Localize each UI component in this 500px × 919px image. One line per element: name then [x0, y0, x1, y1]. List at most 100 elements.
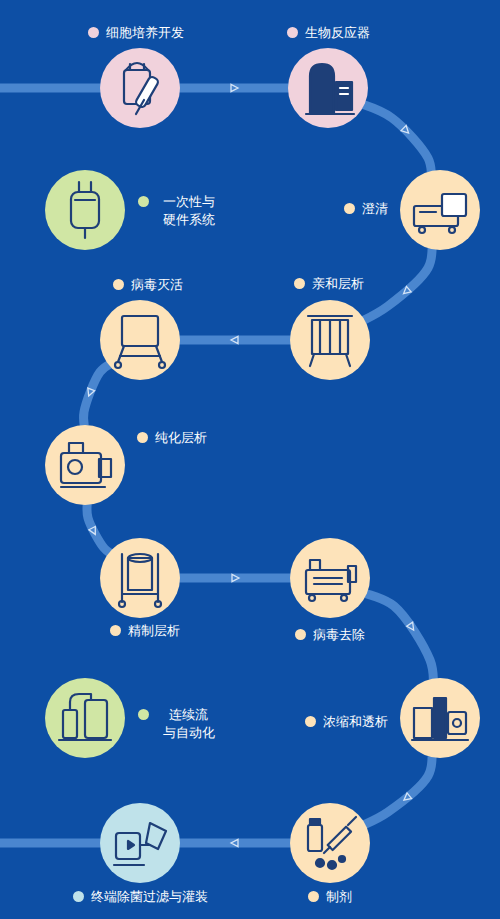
equipment-icon — [306, 64, 354, 114]
icon-stroke — [156, 346, 162, 362]
process-node: 一次性与 硬件系统 — [45, 170, 125, 250]
process-circle — [45, 170, 125, 250]
arrow-head — [401, 126, 411, 136]
icon-stroke — [312, 320, 348, 354]
icon-stroke — [136, 100, 144, 114]
step-label: 亲和层析 — [294, 275, 364, 293]
circle-shape — [100, 48, 180, 128]
process-circle — [290, 538, 370, 618]
step-name: 一次性与 硬件系统 — [156, 193, 221, 229]
icon-stroke — [122, 593, 158, 595]
icon-stroke — [128, 558, 152, 590]
icon-stroke — [122, 316, 158, 346]
icon-stroke — [339, 856, 345, 862]
step-label: 澄清 — [344, 200, 388, 218]
step-name: 细胞培养开发 — [106, 24, 184, 42]
icon-stroke — [61, 453, 101, 483]
circle-shape — [100, 538, 180, 618]
icon-stroke — [308, 825, 322, 851]
icon-stroke — [143, 64, 145, 70]
edge-group — [84, 84, 434, 846]
process-node: 澄清 — [400, 170, 480, 250]
process-node: 连续流 与自动化 — [45, 678, 125, 758]
icon-stroke — [448, 712, 466, 734]
process-circle — [100, 803, 180, 883]
icon-stroke — [442, 194, 466, 216]
equipment-icon — [306, 560, 356, 601]
icon-stroke — [155, 601, 161, 607]
arrow-head — [232, 574, 239, 581]
icon-stroke — [119, 601, 125, 607]
icon-stroke — [116, 833, 140, 859]
circle-shape — [290, 300, 370, 380]
process-node: 生物反应器 — [288, 48, 368, 128]
flow-path — [364, 248, 432, 320]
step-label: 纯化层析 — [137, 429, 207, 447]
equipment-icon — [308, 316, 352, 366]
step-name: 病毒灭活 — [131, 276, 183, 294]
flow-path — [179, 84, 289, 93]
icon-stroke — [118, 346, 124, 362]
process-circle — [45, 425, 125, 505]
icon-stroke — [341, 595, 347, 601]
flow-line — [0, 839, 102, 848]
bullet-dot — [295, 629, 306, 640]
icon-stroke — [120, 355, 160, 357]
flow-connector — [366, 594, 434, 680]
icon-stroke — [146, 823, 166, 849]
process-node: 亲和层析 — [290, 300, 370, 380]
step-name: 病毒去除 — [313, 626, 365, 644]
process-node: 浓缩和透析 — [400, 678, 480, 758]
step-label: 一次性与 硬件系统 — [138, 193, 221, 229]
icon-stroke — [310, 64, 334, 114]
flow-connector — [364, 756, 432, 824]
flow-path — [179, 336, 291, 345]
process-node: 制剂 — [290, 803, 370, 883]
equipment-icon — [119, 554, 161, 607]
icon-stroke — [329, 320, 331, 354]
icon-stroke — [99, 459, 111, 477]
icon-stroke — [309, 595, 315, 601]
circle-shape — [400, 678, 480, 758]
flow-path — [363, 105, 431, 172]
icon-stroke — [308, 315, 352, 317]
icon-stroke — [310, 819, 320, 825]
step-name: 生物反应器 — [305, 24, 370, 42]
icon-stroke — [348, 566, 356, 582]
icon-stroke — [449, 227, 455, 233]
circle-shape — [290, 803, 370, 883]
equipment-icon — [59, 694, 111, 740]
flow-connector — [363, 105, 431, 172]
icon-stroke — [339, 320, 341, 354]
process-circle — [290, 300, 370, 380]
icon-stroke — [453, 719, 461, 727]
process-circle — [100, 300, 180, 380]
flow-path — [179, 574, 291, 583]
step-name: 浓缩和透析 — [323, 713, 388, 731]
icon-stroke — [414, 708, 432, 738]
equipment-icon — [61, 443, 111, 487]
icon-stroke — [75, 199, 95, 201]
arrow-head — [401, 286, 411, 296]
icon-stroke — [434, 698, 446, 738]
icon-stroke — [420, 211, 436, 213]
arrow-head — [231, 336, 238, 343]
circle-shape — [100, 300, 180, 380]
circle-shape — [290, 538, 370, 618]
icon-stroke — [114, 864, 144, 866]
icon-stroke — [68, 460, 82, 474]
icon-stroke — [328, 827, 351, 850]
equipment-icon — [414, 194, 466, 233]
step-name: 精制层析 — [128, 622, 180, 640]
icon-stroke — [328, 861, 336, 869]
bullet-dot — [344, 203, 355, 214]
circle-shape — [400, 170, 480, 250]
flow-path — [87, 504, 110, 553]
step-label: 病毒去除 — [295, 626, 365, 644]
equipment-icon — [71, 182, 99, 238]
icon-stroke — [336, 82, 352, 110]
icon-stroke — [310, 560, 320, 570]
icon-stroke — [314, 577, 342, 579]
bullet-dot — [110, 625, 121, 636]
